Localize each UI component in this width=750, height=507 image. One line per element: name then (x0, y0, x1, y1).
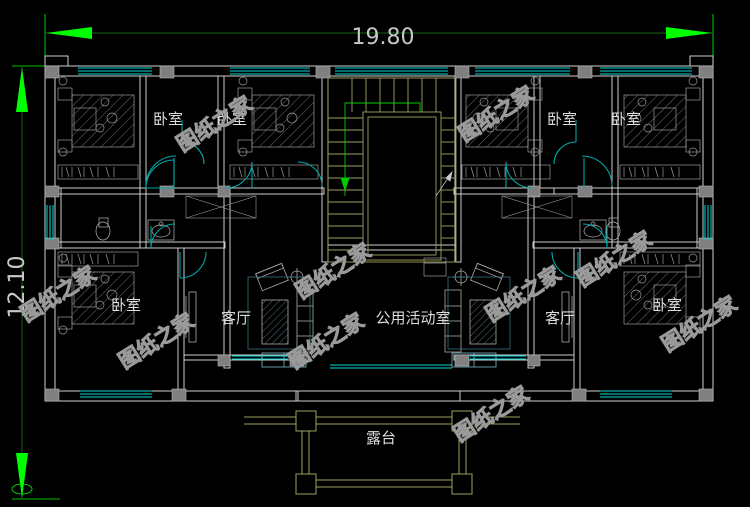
dimension-label-height: 12.10 (5, 256, 30, 319)
room-label-living-left: 客厅 (221, 309, 251, 327)
furniture-living-left (185, 262, 314, 368)
closet-symbols (185, 195, 573, 219)
room-label-bedroom-bl: 卧室 (111, 296, 141, 314)
dimension-label-width: 19.80 (352, 25, 415, 50)
furniture-bedroom-tl-b (229, 76, 319, 180)
furniture-bedroom-tl-a (57, 76, 139, 180)
stair-leader-arrow (435, 170, 453, 197)
room-label-bedroom-tr: 卧室 (547, 110, 577, 128)
room-label-bedroom-tr2: 卧室 (611, 110, 641, 128)
furniture-bedroom-bl (57, 251, 139, 335)
furniture-bedroom-tr-b (619, 76, 701, 180)
room-label-bedroom-tl2: 卧室 (217, 110, 247, 128)
doors (145, 120, 613, 279)
room-label-terrace: 露台 (366, 429, 396, 447)
room-label-living-right: 客厅 (545, 309, 575, 327)
structural-columns (44, 65, 714, 402)
terrace-walls (295, 390, 461, 402)
stair-direction-arrow (340, 102, 421, 196)
room-label-activity: 公用活动室 (375, 309, 450, 327)
dimension-top (44, 14, 714, 70)
room-labels: 卧室 卧室 卧室 卧室 卧室 卧室 客厅 客厅 公用活动室 露台 (111, 110, 682, 447)
terrace-railing (244, 410, 520, 495)
windows (46, 67, 712, 398)
dimension-left (11, 65, 60, 500)
furniture-living-right (444, 262, 573, 368)
staircase (327, 77, 457, 263)
room-label-bedroom-br: 卧室 (652, 296, 682, 314)
furniture-bedroom-br (619, 251, 701, 335)
bathroom-fixtures-left (95, 217, 175, 241)
watermark: 图纸之家 (291, 238, 376, 303)
furniture-activity-room (423, 257, 447, 277)
bathroom-fixtures-right (579, 217, 621, 241)
room-label-bedroom-tl: 卧室 (153, 110, 183, 128)
furniture-bedroom-tr-a (461, 76, 551, 180)
